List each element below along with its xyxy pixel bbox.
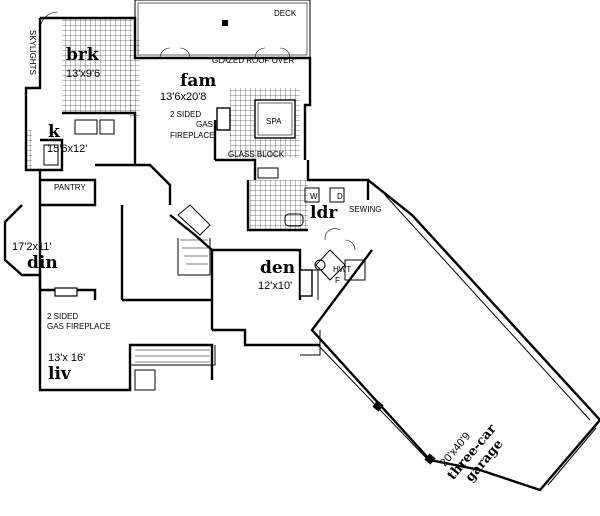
exterior-walls [3,16,370,392]
brk-name: brk [66,45,100,65]
fam-dims: 13'6x20'8 [160,91,206,103]
k-name: k [48,122,61,142]
fam-name: fam [180,71,216,91]
glass-block-label: GLASS BLOCK [228,150,285,159]
fam-fireplace-line1: 2 SIDED [170,110,201,119]
pantry-label: PANTRY [54,183,86,192]
w-label: W [310,192,318,201]
fam-fireplace-line2: GAS [196,120,213,129]
f-label: F [335,276,340,285]
spa [254,99,296,139]
porch [129,330,321,391]
liv-fireplace-line1: 2 SIDED [47,312,78,321]
door-swings [39,11,356,251]
spa-label: SPA [266,117,282,126]
liv-dims: 13'x 16' [48,352,85,364]
garage [310,179,600,492]
plan-notes: DECK GLAZED ROOF OVER SKYLIGHTS SPA 2 SI… [28,9,381,331]
fixtures [74,119,345,271]
brk-dims: 13'x9'6 [66,68,100,80]
sewing-label: SEWING [349,205,381,214]
skylights-label: SKYLIGHTS [28,30,37,75]
den-name: den [260,258,295,278]
din-dims: 17'2x11' [12,241,51,253]
fireplace [54,107,313,297]
ldr-name: ldr [310,203,338,223]
liv-fireplace-line2: GAS FIREPLACE [47,322,111,331]
k-dims: 15'6x12' [47,143,87,155]
fam-fireplace-line3: FIREPLACE [170,131,214,140]
hwt-label: HWT [333,265,351,274]
stairs [177,204,211,276]
din-name: din [27,253,58,273]
den-dims: 12'x10' [258,280,292,292]
glazed-roof-label: GLAZED ROOF OVER [212,56,294,65]
tile-floor [26,18,308,230]
deck-label: DECK [274,9,297,18]
liv-name: liv [48,364,72,384]
d-label: D [337,192,343,201]
